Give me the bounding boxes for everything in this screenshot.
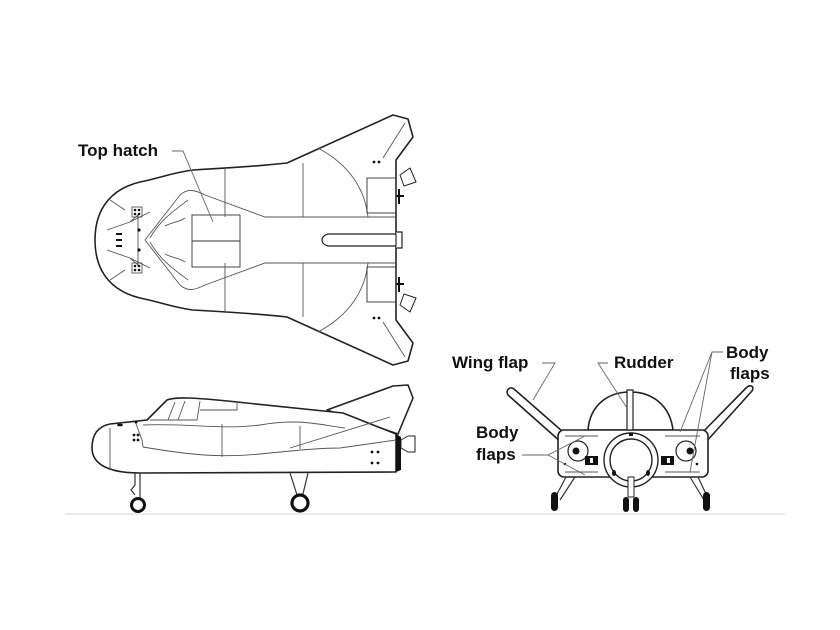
nose-wheel <box>130 497 146 513</box>
label-wing-flap: Wing flap <box>452 353 528 372</box>
rear-wheels <box>551 492 710 512</box>
label-body-flaps-right-line1: Body <box>726 343 769 362</box>
label-rudder: Rudder <box>614 353 674 372</box>
leader-rudder <box>597 362 628 409</box>
main-wheel <box>290 493 310 513</box>
label-body-flaps-left-line2: flaps <box>476 445 516 464</box>
rear-view <box>506 385 754 512</box>
label-body-flaps-right-line2: flaps <box>730 364 770 383</box>
top-view <box>94 114 417 366</box>
leader-body-flaps-right <box>679 351 723 473</box>
leader-top-hatch <box>172 150 214 223</box>
leader-body-flaps-left <box>522 435 586 476</box>
label-top-hatch: Top hatch <box>78 141 158 160</box>
top-hatch <box>191 214 241 268</box>
side-view <box>91 384 416 513</box>
nose-thruster-dots <box>116 208 141 272</box>
leader-wing-flap <box>532 362 556 401</box>
label-body-flaps-left-line1: Body <box>476 423 519 442</box>
